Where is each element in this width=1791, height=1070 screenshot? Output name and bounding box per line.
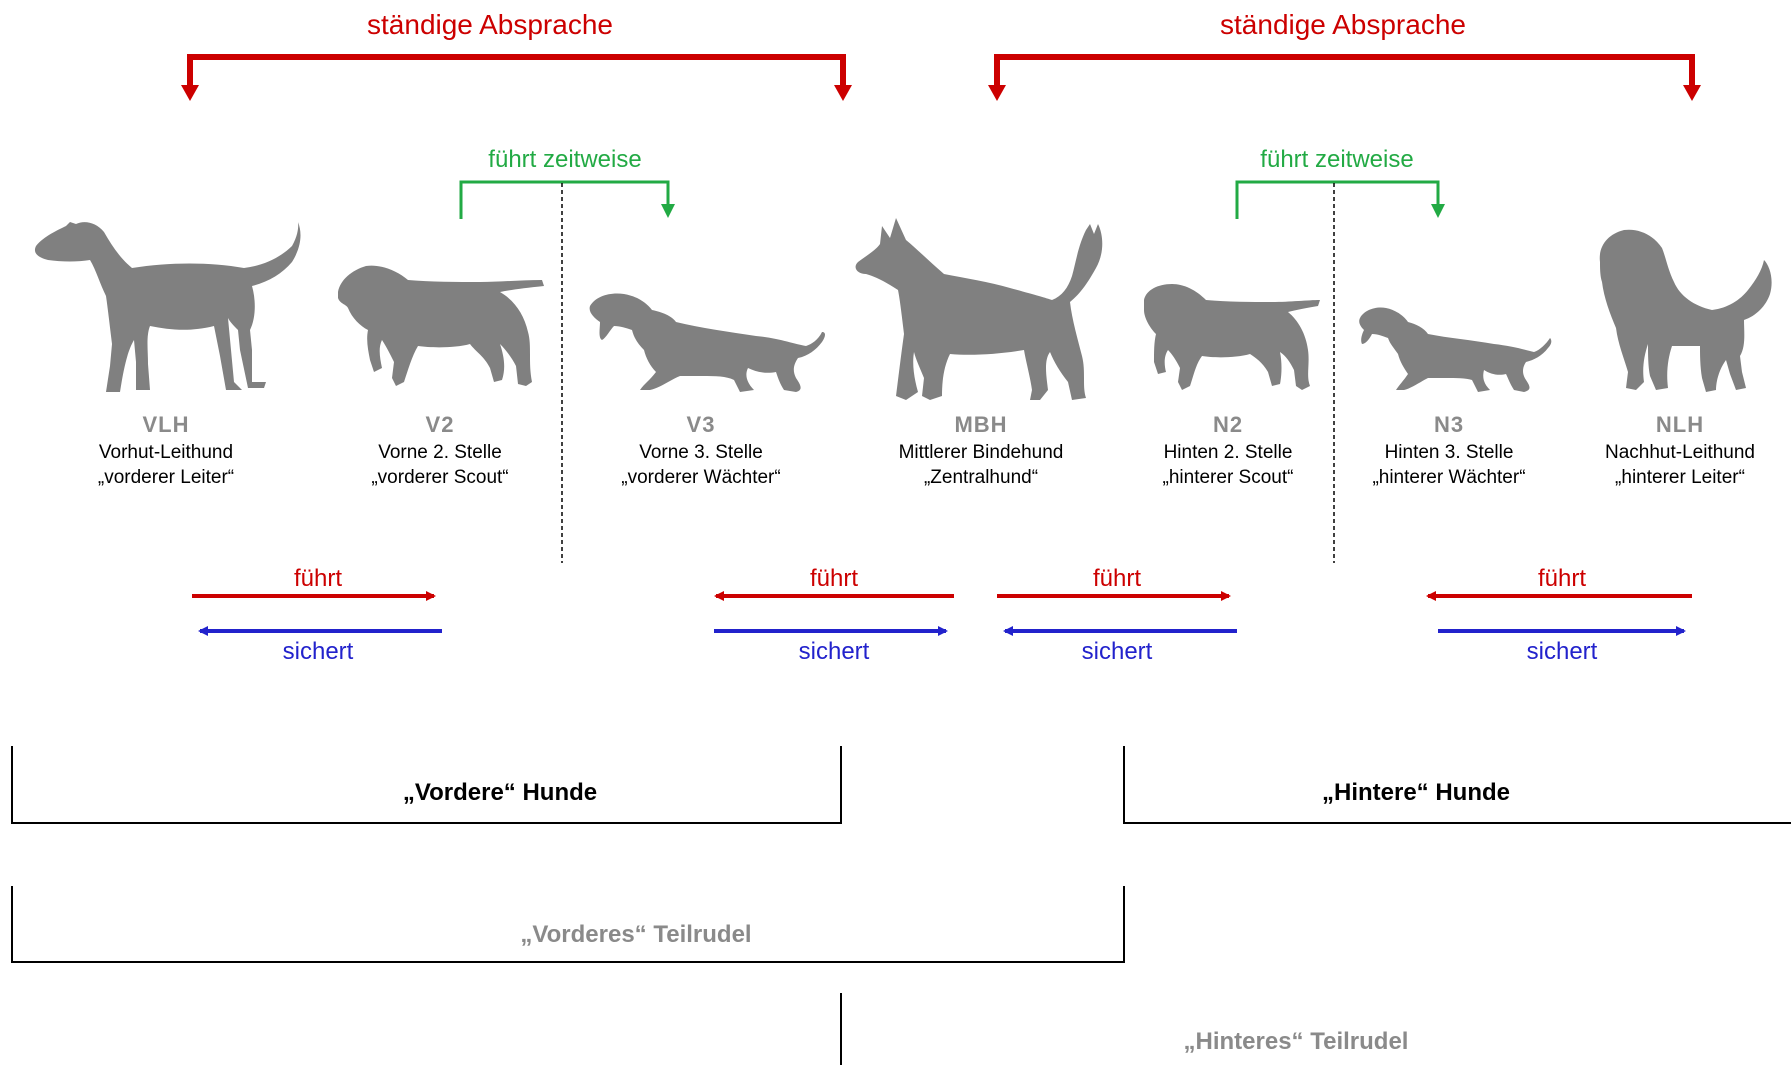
relation-secures-label: sichert — [1527, 638, 1598, 665]
dog-silhouette-vlh — [34, 222, 301, 392]
dog-silhouette-n2 — [1144, 284, 1320, 390]
dog-role: Hinten 2. Stelle — [1164, 442, 1293, 463]
dog-role: Vorhut-Leithund — [99, 442, 233, 463]
relation-leads-label: führt — [1538, 565, 1586, 592]
dog-code: MBH — [954, 412, 1007, 437]
dog-label-v3: V3 Vorne 3. Stelle „vorderer Wächter“ — [621, 412, 780, 488]
dog-role: Mittlerer Bindehund — [899, 442, 1064, 463]
group-front-dogs: „Vordere“ Hunde — [11, 746, 842, 824]
temporary-lead-label-left: führt zeitweise — [488, 146, 641, 173]
relation-secures-label: sichert — [283, 638, 354, 665]
dog-code: NLH — [1656, 412, 1704, 437]
dog-nickname: „vorderer Wächter“ — [621, 467, 780, 488]
relation-mbh-v3: führt sichert — [714, 565, 954, 665]
temporary-lead-arrowhead-left — [661, 204, 675, 218]
group-rear-subpack: „Hinteres“ Teilrudel — [840, 993, 1409, 1065]
relation-mbh-n2: führt sichert — [997, 565, 1237, 665]
temporary-lead-line-right — [1235, 180, 1440, 219]
relation-leads-label: führt — [810, 565, 858, 592]
dog-code: N2 — [1213, 412, 1243, 437]
coordination-arrowhead-right-a — [988, 85, 1006, 101]
dog-label-n3: N3 Hinten 3. Stelle „hinterer Wächter“ — [1372, 412, 1525, 488]
dog-label-n2: N2 Hinten 2. Stelle „hinterer Scout“ — [1163, 412, 1294, 488]
group-rear-dogs: „Hintere“ Hunde — [1123, 746, 1791, 824]
group-front-dogs-bracket — [11, 746, 842, 824]
group-rear-dogs-bracket — [1123, 746, 1791, 824]
dog-role: Nachhut-Leithund — [1605, 442, 1755, 463]
temporary-lead-bracket-left: führt zeitweise — [459, 146, 675, 219]
dog-label-v2: V2 Vorne 2. Stelle „vorderer Scout“ — [371, 412, 508, 488]
relation-secures-label: sichert — [1082, 638, 1153, 665]
dog-silhouette-v3 — [589, 293, 825, 392]
dog-role: Vorne 3. Stelle — [639, 442, 763, 463]
group-front-subpack-bracket — [11, 886, 1125, 963]
temporary-lead-bracket-right: führt zeitweise — [1235, 146, 1445, 219]
coordination-line-left — [187, 54, 846, 90]
dog-nickname: „vorderer Leiter“ — [98, 467, 234, 488]
coordination-label-left: ständige Absprache — [367, 9, 613, 40]
relation-vlh-v2: führt sichert — [192, 565, 442, 665]
dog-nickname: „hinterer Scout“ — [1163, 467, 1294, 488]
group-rear-subpack-label: „Hinteres“ Teilrudel — [1184, 1028, 1409, 1055]
dog-role: Hinten 3. Stelle — [1385, 442, 1514, 463]
coordination-bracket-right: ständige Absprache — [988, 9, 1701, 101]
coordination-line-right — [994, 54, 1695, 90]
coordination-arrowhead-left-b — [834, 85, 852, 101]
relation-secures-label: sichert — [799, 638, 870, 665]
coordination-bracket-left: ständige Absprache — [181, 9, 852, 101]
group-front-dogs-label: „Vordere“ Hunde — [403, 779, 597, 806]
relation-leads-label: führt — [294, 565, 342, 592]
group-front-subpack-label: „Vorderes“ Teilrudel — [520, 921, 751, 948]
dog-nickname: „Zentralhund“ — [924, 467, 1038, 488]
dog-silhouette-n3 — [1359, 307, 1552, 392]
dog-nickname: „vorderer Scout“ — [371, 467, 508, 488]
dog-silhouette-nlh — [1599, 229, 1772, 392]
dog-silhouette-v2 — [338, 265, 544, 386]
relation-nlh-n3: führt sichert — [1426, 565, 1692, 665]
dog-nickname: „hinterer Leiter“ — [1615, 467, 1745, 488]
dog-role: Vorne 2. Stelle — [378, 442, 502, 463]
dog-code: V3 — [687, 412, 716, 437]
dog-silhouette-mbh — [855, 218, 1103, 400]
temporary-lead-line-left — [459, 180, 670, 219]
temporary-lead-label-right: führt zeitweise — [1260, 146, 1413, 173]
group-front-subpack: „Vorderes“ Teilrudel — [11, 886, 1125, 963]
coordination-label-right: ständige Absprache — [1220, 9, 1466, 40]
group-rear-dogs-label: „Hintere“ Hunde — [1322, 779, 1510, 806]
dog-code: V2 — [426, 412, 455, 437]
coordination-arrowhead-left-a — [181, 85, 199, 101]
dog-nickname: „hinterer Wächter“ — [1372, 467, 1525, 488]
dog-label-mbh: MBH Mittlerer Bindehund „Zentralhund“ — [899, 412, 1064, 488]
dog-label-nlh: NLH Nachhut-Leithund „hinterer Leiter“ — [1605, 412, 1755, 488]
dog-code: N3 — [1434, 412, 1464, 437]
relation-leads-label: führt — [1093, 565, 1141, 592]
dog-label-vlh: VLH Vorhut-Leithund „vorderer Leiter“ — [98, 412, 234, 488]
temporary-lead-arrowhead-right — [1431, 204, 1445, 218]
coordination-arrowhead-right-b — [1683, 85, 1701, 101]
dog-code: VLH — [143, 412, 190, 437]
